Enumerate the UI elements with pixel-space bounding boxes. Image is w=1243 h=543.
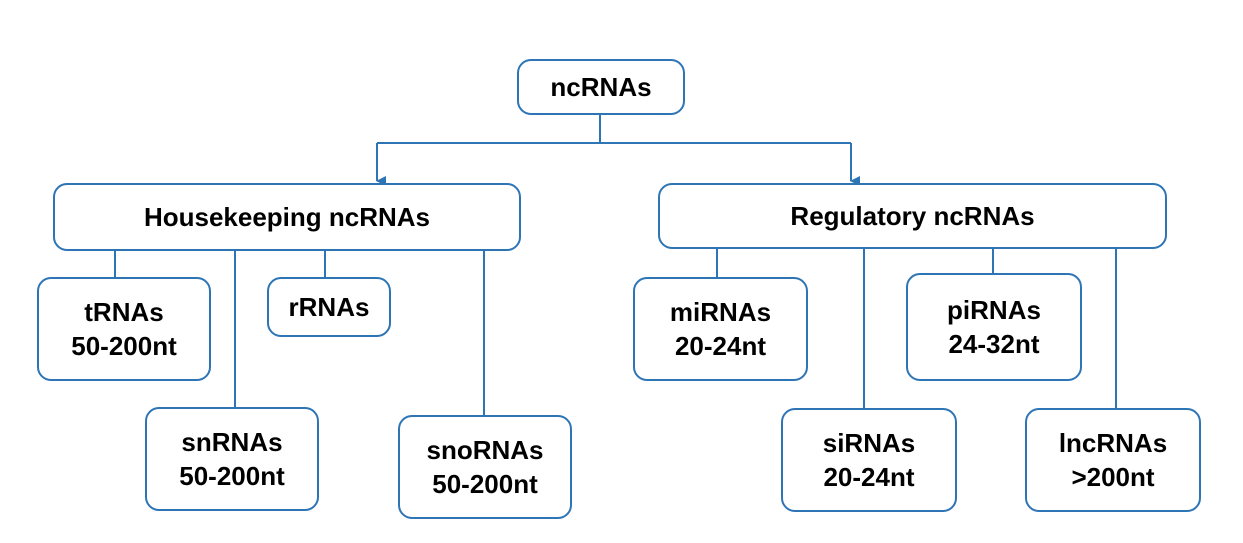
leaf-lncrnas: lncRNAs >200nt <box>1025 408 1201 512</box>
leaf-name: snoRNAs <box>426 435 544 465</box>
leaf-name: lncRNAs <box>1058 428 1168 458</box>
leaf-size: 20-24nt <box>674 331 767 361</box>
leaf-name: piRNAs <box>947 295 1041 325</box>
leaf-name: tRNAs <box>84 297 164 327</box>
leaf-pirnas: piRNAs 24-32nt <box>906 273 1082 381</box>
leaf-name: rRNAs <box>288 292 370 322</box>
leaf-name: miRNAs <box>669 297 772 327</box>
root-label: ncRNAs <box>550 72 652 102</box>
leaf-mirnas: miRNAs 20-24nt <box>633 277 808 381</box>
leaf-size: 50-200nt <box>71 331 177 361</box>
leaf-name: siRNAs <box>822 428 916 458</box>
leaf-snrnas: snRNAs 50-200nt <box>145 407 319 511</box>
leaf-name: snRNAs <box>181 427 283 457</box>
leaf-size: 50-200nt <box>432 469 538 499</box>
leaf-trnas: tRNAs 50-200nt <box>37 277 211 381</box>
leaf-snornas: snoRNAs 50-200nt <box>398 415 572 519</box>
category-regulatory: Regulatory ncRNAs <box>658 183 1167 249</box>
category-label: Housekeeping ncRNAs <box>143 202 431 232</box>
leaf-size: 50-200nt <box>179 461 285 491</box>
leaf-size: 20-24nt <box>823 462 915 492</box>
root-node: ncRNAs <box>517 59 685 115</box>
leaf-rrnas: rRNAs <box>267 277 391 337</box>
category-label: Regulatory ncRNAs <box>790 201 1035 231</box>
leaf-sirnas: siRNAs 20-24nt <box>781 408 957 512</box>
leaf-size: >200nt <box>1071 462 1155 492</box>
leaf-size: 24-32nt <box>948 329 1040 359</box>
category-housekeeping: Housekeeping ncRNAs <box>53 183 521 251</box>
